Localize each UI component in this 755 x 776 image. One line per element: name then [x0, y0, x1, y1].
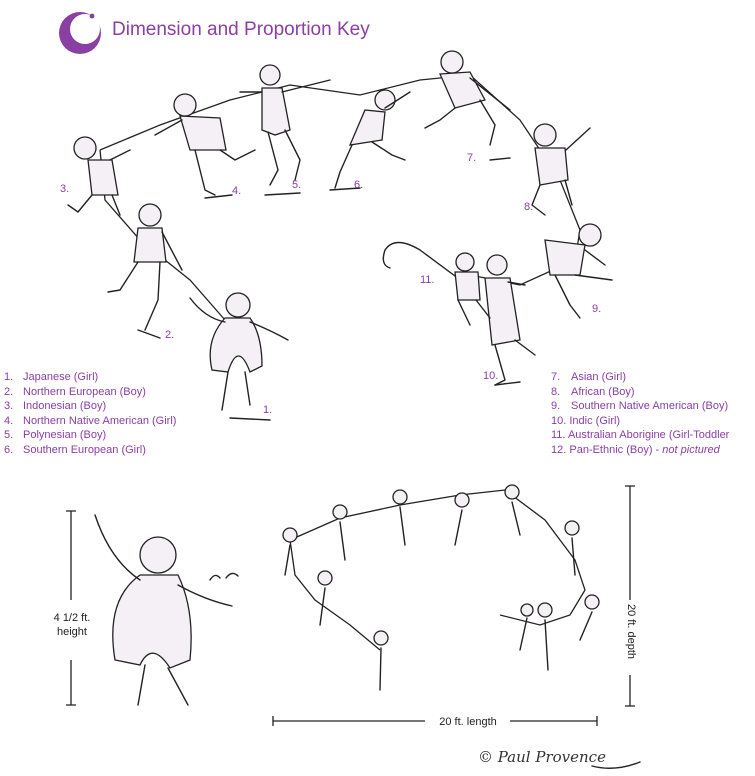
- legend-item: 1.Japanese (Girl): [4, 371, 99, 383]
- legend-right: 7.Asian (Girl) 8.African (Boy) 9.Souther…: [551, 370, 729, 458]
- fig-num-7: 7.: [467, 152, 476, 164]
- figure-2-drawing: [107, 203, 183, 331]
- fig-num-6: 6.: [354, 179, 363, 191]
- figure-4-drawing: [154, 93, 256, 196]
- figure-7-drawing: [424, 50, 511, 146]
- length-dimension-line: [272, 716, 598, 726]
- page-title: Dimension and Proportion Key: [112, 19, 370, 40]
- fig-num-3: 3.: [60, 183, 69, 195]
- figure-11-drawing: [382, 241, 491, 326]
- legend-item: 9.Southern Native American (Boy): [551, 400, 729, 413]
- dancers-circle-small: [282, 484, 600, 691]
- fig-num-5: 5.: [292, 179, 301, 191]
- height-label: 4 1/2 ft. height: [53, 612, 91, 638]
- legend-item: 7.Asian (Girl): [551, 371, 627, 383]
- fig-num-2: 2.: [165, 329, 174, 341]
- figure-9-drawing: [544, 223, 613, 319]
- legend-item: 4.Northern Native American (Girl): [4, 414, 177, 427]
- figure-8-drawing: [531, 123, 591, 216]
- fig-num-11: 11.: [420, 274, 434, 286]
- crescent-moon-logo: [59, 12, 101, 54]
- figure-3-drawing: [67, 136, 131, 216]
- legend-item: 5.Polynesian (Boy): [4, 429, 107, 442]
- legend-item: 8.African (Boy): [551, 385, 635, 398]
- legend-item: 6.Southern European (Girl): [4, 443, 146, 456]
- legend-item: 12. Pan-Ethnic (Boy) - not pictured: [551, 443, 720, 456]
- legend-item: 10. Indic (Girl): [551, 414, 621, 427]
- legend-item: 11. Australian Aborigine (Girl-Toddler: [551, 429, 730, 442]
- artist-signature: © Paul Provence: [478, 748, 606, 766]
- figure-1-drawing: [189, 292, 289, 411]
- fig-num-9: 9.: [592, 303, 601, 315]
- figure-10-drawing: [484, 254, 536, 386]
- legend-left: 1.Japanese (Girl) 2.Northern European (B…: [4, 370, 176, 458]
- depth-dimension-line: [625, 485, 635, 707]
- length-label: 20 ft. length: [439, 716, 497, 728]
- height-dimension-line: [66, 510, 76, 706]
- figure-5-drawing: [239, 64, 331, 186]
- fig-num-4: 4.: [232, 185, 241, 197]
- fig-num-10: 10.: [483, 370, 498, 382]
- figure-6-drawing: [334, 89, 411, 189]
- depth-label: 20 ft. depth: [625, 604, 637, 660]
- height-reference-figure: [94, 514, 239, 706]
- fig-num-8: 8.: [524, 201, 533, 213]
- legend-item: 2.Northern European (Boy): [4, 385, 146, 398]
- fig-num-1: 1.: [263, 404, 272, 416]
- legend-item: 3.Indonesian (Boy): [4, 400, 107, 413]
